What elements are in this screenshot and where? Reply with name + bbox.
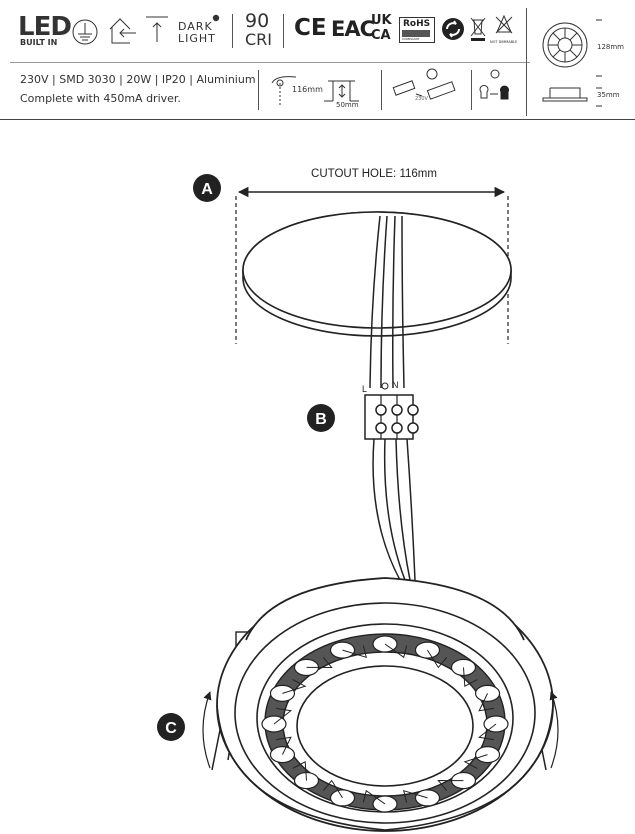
header-separator	[283, 14, 284, 48]
reflector-facet	[362, 789, 386, 805]
insulation-contact-icon	[146, 16, 168, 42]
reflector-facet	[282, 679, 307, 694]
green-dot-icon	[442, 18, 464, 40]
terminal-neutral-label: N	[392, 380, 399, 390]
cutout-dimension: 116mm	[292, 85, 323, 94]
fixture-front-icon	[542, 22, 588, 68]
step-b-label: B	[315, 411, 327, 428]
reflector-facet	[427, 649, 448, 669]
ce-mark: CE	[294, 15, 327, 41]
reflector-facet	[276, 736, 292, 755]
supply-wires	[369, 215, 405, 389]
cri-value: 90	[245, 10, 270, 32]
reflector-facet	[477, 723, 497, 741]
height-bracket	[596, 87, 602, 107]
rotate-arrow-right	[549, 691, 559, 769]
built-in-label: BUILT IN	[20, 38, 58, 47]
bulb-swap-icon	[479, 69, 509, 100]
reflector-facet	[292, 760, 308, 781]
rotate-arrow-left	[202, 691, 212, 769]
step-b-badge	[307, 404, 335, 432]
cutout-size-icon	[271, 76, 359, 107]
not-dimmable-label: NOT DIMMABLE	[490, 40, 518, 44]
header-separator	[258, 70, 259, 110]
reflector-facet	[273, 707, 293, 725]
connector-voltage: 230V	[415, 96, 428, 102]
step-a-label: A	[201, 181, 213, 198]
ukca-ca: CA	[371, 28, 391, 43]
ceiling-cutout-disc	[242, 211, 512, 337]
fixture-wires	[372, 438, 416, 581]
reflector-facet	[403, 789, 428, 803]
diameter-dimension: 128mm	[597, 43, 624, 51]
dark-label: DARK	[178, 20, 213, 33]
weee-bin-icon	[470, 17, 486, 41]
header-separator	[232, 14, 233, 48]
reflector-facet	[462, 667, 478, 688]
reflector-facet	[384, 643, 408, 659]
height-dimension: 35mm	[597, 91, 620, 99]
step-c-label: C	[165, 720, 177, 737]
connector-icon	[392, 68, 456, 100]
header-bottom-rule	[0, 119, 635, 120]
indoor-use-icon	[109, 18, 136, 44]
ukca-uk: UK	[371, 13, 392, 28]
depth-dimension: 50mm	[336, 101, 359, 109]
terminal-block	[364, 382, 419, 440]
eac-mark: EAC	[331, 17, 375, 41]
dark-light-dot-icon	[212, 14, 220, 22]
not-dimmable-icon	[495, 14, 513, 34]
step-c-badge	[157, 713, 185, 741]
rohs-graphic	[402, 30, 430, 37]
reflector-facet	[306, 657, 333, 668]
installation-diagram: L N A B C CUTOUT HOLE: 116mm	[157, 168, 559, 832]
rohs-label: RoHS	[403, 19, 431, 29]
diameter-bracket	[596, 19, 602, 77]
class-one-icon	[72, 19, 98, 45]
reflector-facet	[437, 780, 464, 791]
header-separator	[526, 8, 527, 116]
downlight-fixture	[211, 577, 554, 832]
step-a-badge	[193, 174, 221, 202]
spec-line: 230V | SMD 3030 | 20W | IP20 | Aluminium	[20, 73, 256, 86]
cutout-hole-label: CUTOUT HOLE: 116mm	[311, 168, 437, 180]
led-label: LED	[18, 12, 72, 42]
header-divider	[10, 62, 530, 63]
header-separator	[471, 70, 472, 110]
cri-label: CRI	[245, 30, 273, 49]
rohs-sub: COMPLIANT	[402, 37, 420, 41]
light-label: LIGHT	[178, 32, 216, 45]
reflector-facet	[322, 779, 343, 799]
reflector-facet	[478, 693, 494, 712]
driver-line: Complete with 450mA driver.	[20, 92, 181, 105]
reflector-facet	[342, 645, 367, 659]
rohs-badge: RoHS COMPLIANT	[399, 17, 435, 43]
header-separator	[381, 70, 382, 110]
terminal-live-label: L	[362, 384, 367, 394]
fixture-side-icon	[542, 87, 588, 102]
reflector-facet	[463, 754, 488, 769]
